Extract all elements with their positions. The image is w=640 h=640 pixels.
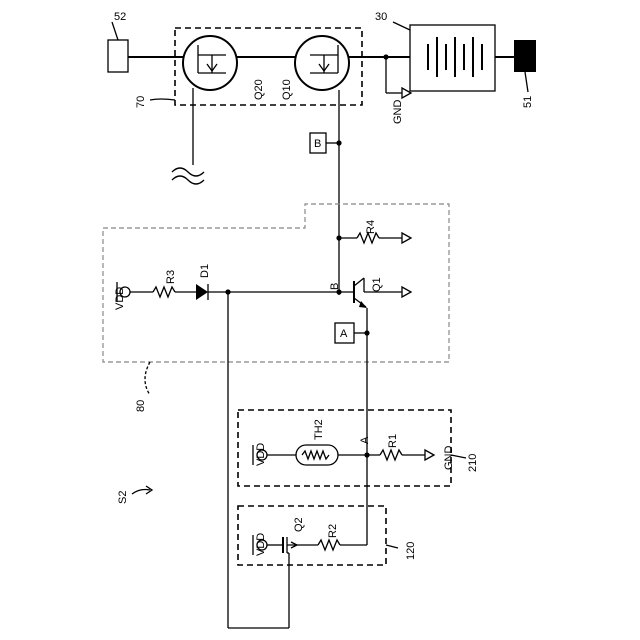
label-gnd-210: GND — [443, 446, 455, 471]
resistor-r3 — [153, 287, 175, 297]
terminal-52 — [108, 40, 128, 72]
leader-30 — [393, 22, 410, 30]
gnd-q1-arrow — [402, 287, 411, 297]
leader-70 — [150, 99, 175, 100]
label-52: 52 — [114, 11, 126, 23]
resistor-r2 — [318, 540, 340, 550]
label-a-node: A — [359, 436, 371, 444]
block-80-outline — [103, 204, 449, 362]
label-b-box: B — [314, 138, 321, 150]
gnd-r4-arrow — [402, 233, 411, 243]
label-vdd-80: VDD — [114, 287, 126, 310]
label-70: 70 — [135, 96, 147, 108]
label-q1: Q1 — [371, 277, 383, 292]
resistor-r1 — [380, 450, 402, 460]
wire-break-1 — [172, 168, 204, 176]
label-q20: Q20 — [253, 79, 265, 100]
label-b-node: B — [329, 283, 341, 290]
label-210: 210 — [467, 454, 479, 472]
wire-break-2 — [172, 176, 204, 184]
label-vdd-120: VDD — [255, 533, 267, 556]
fet-q10 — [295, 36, 349, 90]
terminal-51 — [514, 40, 536, 72]
diode-d1 — [196, 284, 208, 300]
label-d1: D1 — [199, 264, 211, 278]
label-51: 51 — [522, 96, 534, 108]
label-r2: R2 — [327, 524, 339, 538]
label-30: 30 — [375, 11, 387, 23]
battery-cells — [428, 37, 482, 77]
leader-51 — [525, 72, 528, 92]
block-210-outline — [238, 410, 451, 486]
label-q2: Q2 — [293, 517, 305, 532]
leader-120 — [386, 545, 398, 548]
label-120: 120 — [405, 542, 417, 560]
leader-80 — [145, 362, 150, 395]
label-gnd-top: GND — [392, 100, 404, 125]
label-q10: Q10 — [281, 79, 293, 100]
label-vdd-210: VDD — [255, 443, 267, 466]
label-r1: R1 — [387, 434, 399, 448]
label-r3: R3 — [165, 270, 177, 284]
label-80: 80 — [135, 400, 147, 412]
q1-collector — [354, 278, 364, 286]
junction-a — [364, 452, 369, 457]
label-th2: TH2 — [313, 419, 325, 440]
label-r4: R4 — [365, 220, 377, 234]
label-s2: S2 — [117, 491, 129, 504]
fet-q20 — [183, 36, 237, 90]
label-a-box: A — [340, 328, 348, 340]
leader-52 — [112, 22, 118, 40]
gnd-r1-arrow — [425, 450, 434, 460]
